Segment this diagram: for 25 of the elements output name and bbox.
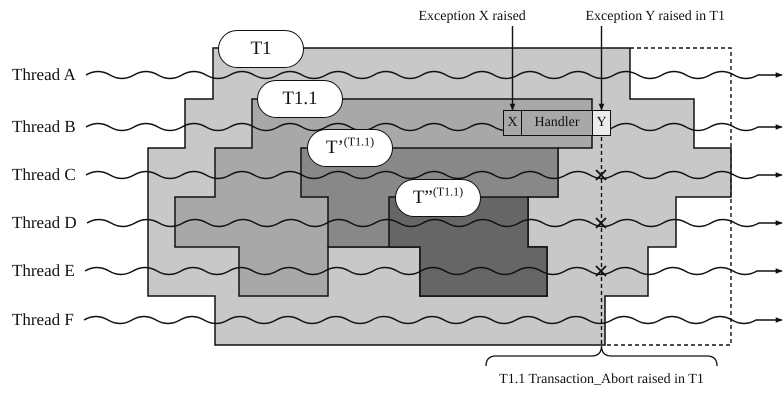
arrow bbox=[598, 26, 604, 111]
wavy-arrow bbox=[84, 266, 783, 276]
arrow bbox=[510, 26, 516, 111]
wavy-arrow bbox=[86, 122, 783, 132]
annotation-text: Exception Y raised in T1 bbox=[586, 9, 725, 25]
thread-label: Thread C bbox=[12, 165, 76, 185]
wavy-arrow bbox=[84, 316, 783, 324]
thread-label: Thread A bbox=[12, 65, 76, 85]
thread-label: Thread D bbox=[12, 213, 77, 233]
thread-label: Thread E bbox=[12, 261, 75, 281]
caption-text: T1.1 Transaction_Abort raised in T1 bbox=[498, 372, 705, 388]
wavy-arrow bbox=[86, 70, 783, 80]
exception-cell: X bbox=[503, 110, 522, 136]
wavy-arrow bbox=[86, 170, 783, 180]
handler-cell: Handler bbox=[521, 110, 593, 136]
transaction-label: T1.1 bbox=[257, 80, 343, 118]
dashed-line bbox=[600, 137, 602, 345]
annotation-text: Exception X raised bbox=[418, 9, 526, 25]
transaction-label: T’$^{(T1.1)}$ bbox=[307, 129, 393, 167]
exception-cell: Y bbox=[592, 110, 611, 136]
thread-label: Thread B bbox=[12, 117, 76, 137]
thread-label: Thread F bbox=[12, 310, 74, 330]
transaction-label: T”$^{(T1.1)}$ bbox=[395, 179, 481, 217]
wavy-arrow bbox=[86, 218, 783, 228]
transaction-label: T1 bbox=[218, 30, 304, 68]
